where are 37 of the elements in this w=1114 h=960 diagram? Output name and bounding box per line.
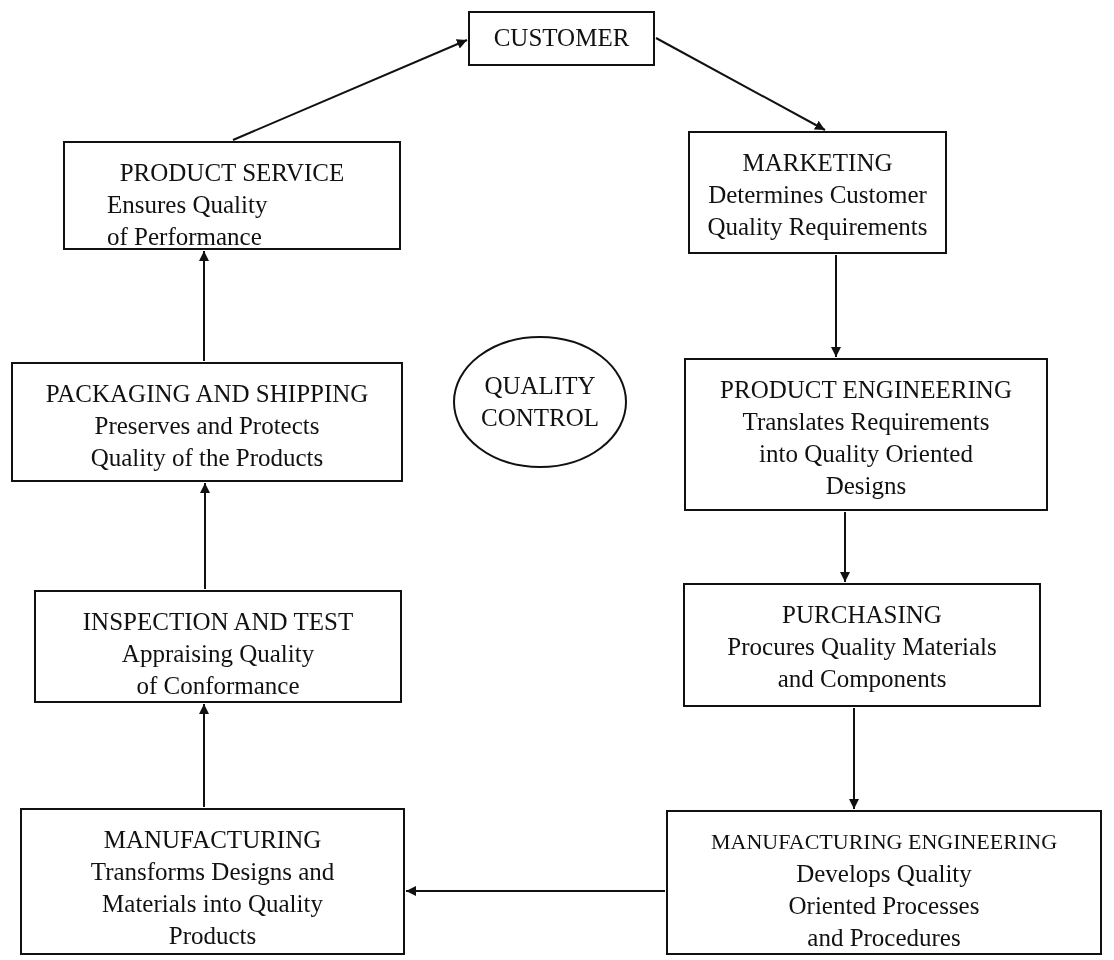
process-box bbox=[688, 131, 947, 254]
arrow bbox=[849, 707, 859, 810]
box-description: Preserves and Protects Quality of the Products bbox=[89, 411, 325, 473]
process-box bbox=[683, 583, 1041, 707]
arrow bbox=[200, 482, 210, 590]
process-box bbox=[666, 810, 1102, 955]
arrow bbox=[655, 37, 826, 131]
box-heading: PRODUCT SERVICE bbox=[119, 158, 345, 188]
arrow bbox=[405, 886, 666, 896]
arrow bbox=[199, 703, 209, 808]
arrow bbox=[831, 254, 841, 358]
ellipse-node bbox=[453, 336, 627, 468]
box-heading: MANUFACTURING ENGINEERING bbox=[710, 828, 1058, 856]
process-box bbox=[684, 358, 1048, 511]
box-description: Translates Requirements into Quality Oriented Designs bbox=[741, 407, 991, 501]
box-description: Ensures Quality of Performance bbox=[107, 190, 269, 252]
process-box bbox=[11, 362, 403, 482]
box-description: Determines Customer Quality Requirements bbox=[706, 180, 929, 242]
process-box bbox=[34, 590, 402, 703]
box-description: Procures Quality Materials and Components bbox=[726, 632, 998, 694]
box-heading: MARKETING bbox=[742, 148, 893, 178]
box-description: Develops Quality Oriented Processes and Procedures bbox=[787, 859, 981, 953]
box-heading: PURCHASING bbox=[782, 600, 942, 630]
box-description: Appraising Quality of Conformance bbox=[120, 639, 316, 701]
box-heading: PACKAGING AND SHIPPING bbox=[45, 379, 369, 409]
box-heading: INSPECTION AND TEST bbox=[82, 607, 354, 637]
process-box bbox=[63, 141, 401, 250]
process-box bbox=[20, 808, 405, 955]
arrow bbox=[840, 511, 850, 583]
arrow bbox=[199, 250, 209, 362]
ellipse-label: QUALITY CONTROL bbox=[480, 371, 600, 433]
box-heading: CUSTOMER bbox=[493, 23, 630, 53]
box-description: Transforms Designs and Materials into Quality Products bbox=[89, 857, 336, 951]
box-heading: PRODUCT ENGINEERING bbox=[720, 375, 1012, 405]
arrow bbox=[232, 39, 468, 141]
process-box bbox=[468, 11, 655, 66]
box-heading: MANUFACTURING bbox=[103, 825, 322, 855]
